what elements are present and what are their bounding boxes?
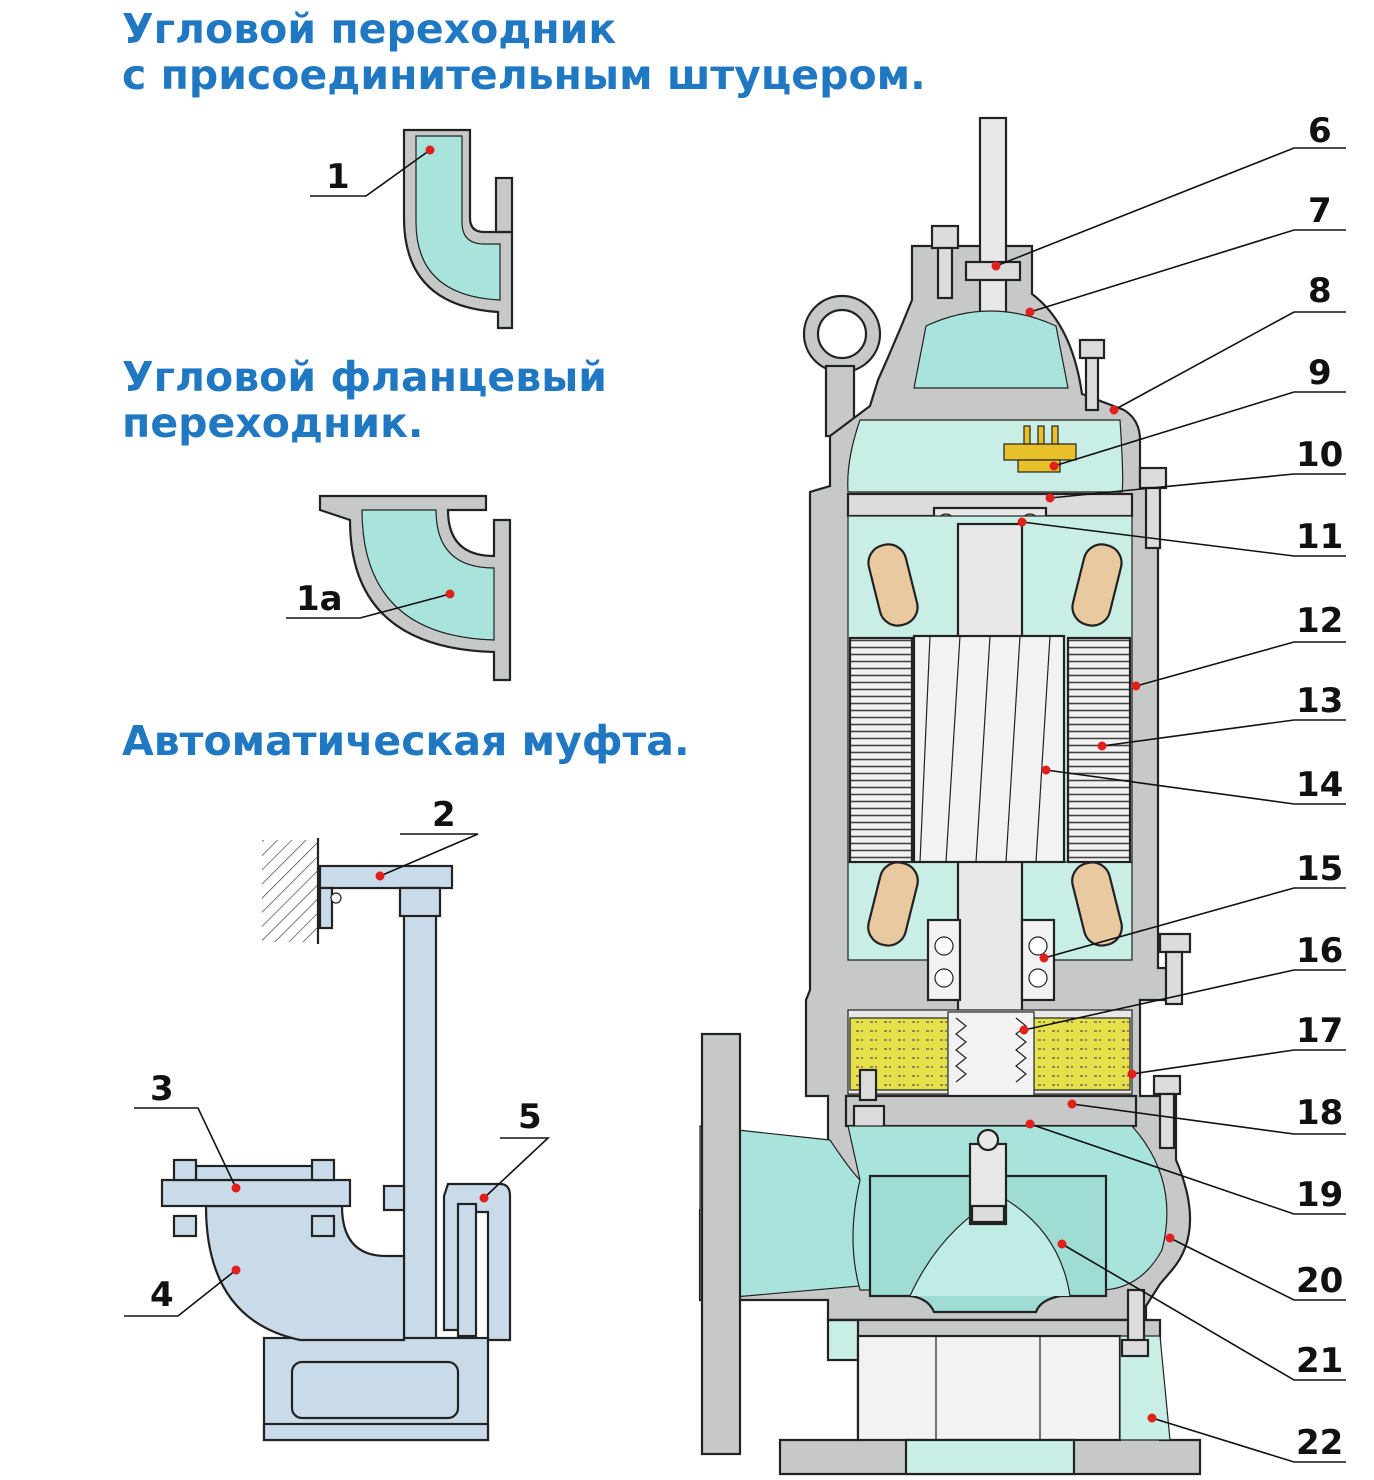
heading-auto-coupling: Автоматическая муфта.: [122, 718, 690, 764]
pump-cross-section: [698, 116, 1202, 1476]
winding-top-left: [867, 543, 919, 627]
stator-left: [848, 636, 914, 864]
cable-gland: [978, 116, 1008, 342]
heading-line: с присоединительным штуцером.: [122, 51, 926, 99]
callout-14: 14: [1296, 765, 1343, 805]
heading-line: Угловой переходник: [122, 5, 617, 53]
callout-2: 2: [432, 795, 456, 835]
callout-5: 5: [518, 1097, 542, 1137]
upper-bracket: [318, 864, 454, 890]
callout-17: 17: [1296, 1011, 1343, 1051]
coupling-flange: [160, 1178, 352, 1208]
oil-right: [1027, 1017, 1131, 1091]
callout-4: 4: [150, 1275, 174, 1315]
callout-3: 3: [150, 1069, 174, 1109]
callout-18: 18: [1296, 1093, 1343, 1133]
coupling-elbow: [204, 1204, 406, 1342]
callout-20: 20: [1296, 1261, 1343, 1301]
lower-bearing-right: [1020, 918, 1056, 1002]
leader-lines: [124, 147, 1346, 1463]
heading-line: Угловой фланцевый: [122, 353, 607, 401]
top-chamber: [913, 310, 1069, 389]
callout-11: 11: [1296, 517, 1343, 557]
callout-16: 16: [1296, 931, 1343, 971]
callout-15: 15: [1296, 849, 1343, 889]
callout-12: 12: [1296, 601, 1343, 641]
lower-bearing-left: [926, 918, 962, 1002]
callout-10: 10: [1296, 435, 1343, 475]
winding-top-right: [1071, 543, 1123, 627]
heading-elbow-with-nozzle: Угловой переходник с присоединительным ш…: [122, 6, 926, 98]
winding-bottom-right: [1071, 861, 1123, 947]
callout-22: 22: [1296, 1423, 1343, 1463]
rotor: [912, 634, 1066, 864]
callout-9: 9: [1308, 353, 1332, 393]
callout-6: 6: [1308, 111, 1332, 151]
callout-dots: [231, 145, 1175, 1423]
callout-21: 21: [1296, 1341, 1343, 1381]
automatic-coupling: [160, 838, 512, 1442]
elbow-1-bore: [415, 135, 501, 301]
heading-flange-elbow: Угловой фланцевый переходник.: [122, 354, 607, 446]
mechanical-seal: [947, 1011, 1035, 1097]
discharge-flange: [700, 1032, 742, 1456]
elbow-1a-bore: [361, 509, 495, 641]
stator-right: [1066, 636, 1132, 864]
callout-labels: 1 1а 2 3 4 5 6 7 8 9 10 11 12 13 14 15 1…: [150, 111, 1343, 1463]
callout-19: 19: [1296, 1175, 1343, 1215]
terminal-board: [1003, 443, 1077, 461]
wall-hatch: [262, 840, 318, 942]
callout-13: 13: [1296, 681, 1343, 721]
heading-line: переходник.: [122, 399, 424, 447]
heading-line: Автоматическая муфта.: [122, 717, 690, 765]
callout-1a: 1а: [296, 579, 343, 619]
terminal-chamber: [847, 419, 1124, 493]
flange-elbow: [318, 494, 512, 682]
callout-8: 8: [1308, 271, 1332, 311]
elbow-with-nozzle: [402, 128, 514, 330]
winding-bottom-left: [867, 861, 919, 947]
callout-7: 7: [1308, 191, 1332, 231]
callout-1: 1: [326, 157, 350, 197]
bottom-plate: [844, 1094, 1138, 1128]
